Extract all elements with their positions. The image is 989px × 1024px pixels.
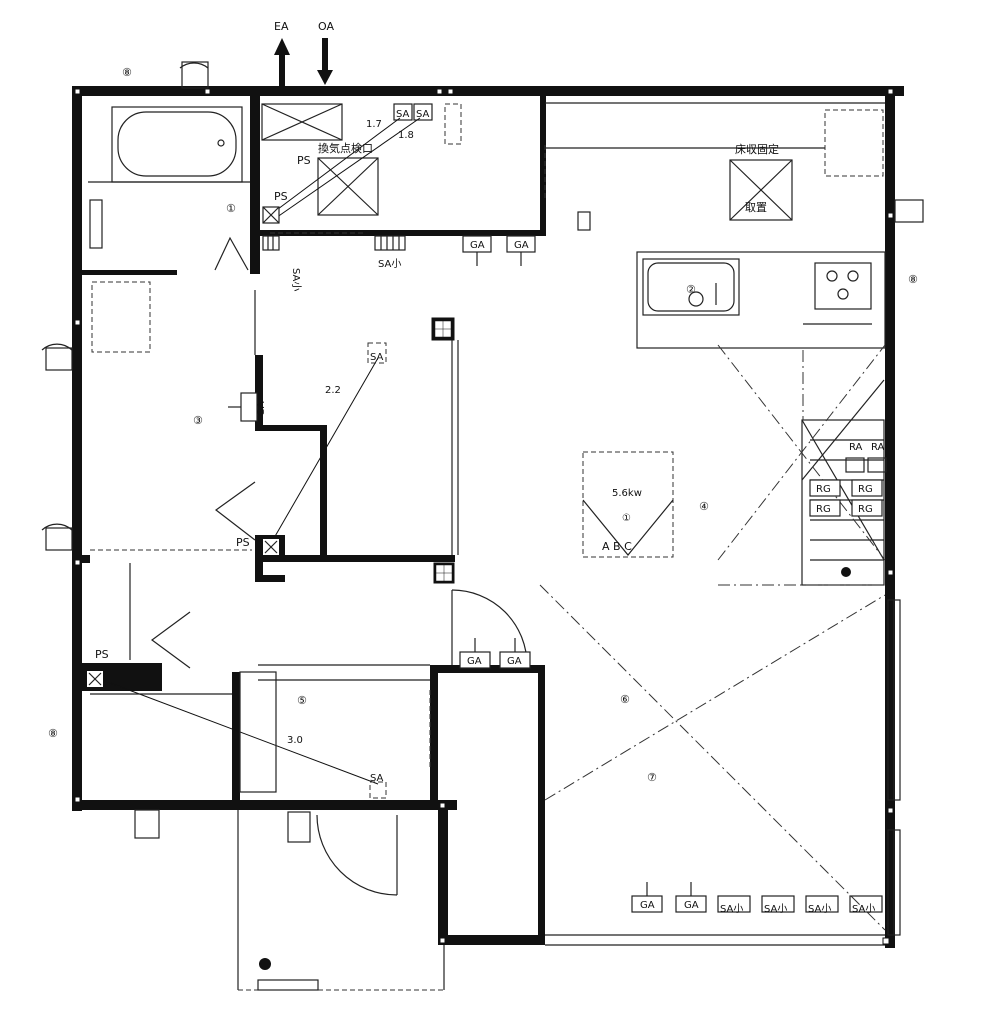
ga-label: GA xyxy=(256,401,267,416)
aircon-abc: A B C xyxy=(602,540,632,553)
bathtub xyxy=(111,106,243,183)
sa-label: SA xyxy=(370,352,384,363)
interior-walls xyxy=(82,96,546,945)
ga-label: GA xyxy=(507,656,522,667)
room-number-2: ② xyxy=(686,283,696,296)
room-numbers: ① ② ③ ④ ⑤ ⑥ ⑦ xyxy=(193,202,709,784)
aircon-number: ① xyxy=(622,513,631,524)
room-number-6: ⑥ xyxy=(620,693,630,706)
rg-label: RG xyxy=(816,504,831,515)
door-swings xyxy=(41,61,924,896)
sa-small-label: SA小 xyxy=(720,903,743,915)
ps-label: PS xyxy=(274,190,288,203)
room-number-7: ⑦ xyxy=(647,771,657,784)
kitchen-counter xyxy=(636,251,886,349)
column-marker-grid xyxy=(435,321,452,581)
mechanical-room xyxy=(261,103,793,221)
marker-top-left: ⑧ xyxy=(122,66,132,79)
aircon-outline xyxy=(582,499,674,556)
ga-label: GA xyxy=(514,240,529,251)
ga-label: GA xyxy=(640,900,655,911)
rg-label: RG xyxy=(858,484,873,495)
ga-label: GA xyxy=(467,656,482,667)
floor-fixed-note: 床収固定 xyxy=(735,142,779,156)
duct-length-2: 1.8 xyxy=(398,130,414,141)
sa-small-label: SA小 xyxy=(808,903,831,915)
column-markers xyxy=(74,88,894,945)
sa-small-label: SA小 xyxy=(852,903,875,915)
room-number-3: ③ xyxy=(193,414,203,427)
ra-label: RA xyxy=(871,442,885,453)
sa-label: SA xyxy=(416,109,430,120)
vent-grilles xyxy=(262,235,406,251)
window-east xyxy=(887,599,901,936)
aircon-capacity: 5.6kw xyxy=(612,488,642,499)
sa-label: SA xyxy=(370,773,384,784)
marker-right: ⑧ xyxy=(908,273,918,286)
room-number-4: ④ xyxy=(699,500,709,513)
room-number-1: ① xyxy=(226,202,236,215)
folding-door xyxy=(214,236,249,271)
sa-small-label: SA小 xyxy=(378,258,401,270)
sa-small-grilles xyxy=(717,895,883,913)
ps-label: PS xyxy=(95,648,109,661)
ra-label: RA xyxy=(849,442,863,453)
return-grilles xyxy=(809,457,887,517)
ps-label: PS xyxy=(236,536,250,549)
sa-label: SA xyxy=(396,109,410,120)
ga-label: GA xyxy=(684,900,699,911)
duct-length-4: 3.0 xyxy=(287,735,303,746)
entry-porch xyxy=(237,810,445,991)
sa-small-label: SA小 xyxy=(290,268,302,291)
folding-door xyxy=(214,481,256,541)
oa-label: OA xyxy=(318,20,334,33)
ps-shafts xyxy=(85,206,281,689)
duct-length-3: 2.2 xyxy=(325,385,341,396)
remove-note: 取置 xyxy=(745,201,767,214)
oa-arrow xyxy=(317,38,333,85)
wall-switch xyxy=(577,211,591,231)
ceiling-lines xyxy=(539,344,886,931)
duct-length-1: 1.7 xyxy=(366,119,382,130)
ga-grilles xyxy=(228,235,707,913)
folding-door xyxy=(150,611,191,669)
inspection-port-note: 換気点検口 xyxy=(318,141,373,155)
room-number-5: ⑤ xyxy=(297,694,307,707)
sa-small-label: SA小 xyxy=(764,903,787,915)
marker-left: ⑧ xyxy=(48,727,58,740)
exterior-walls xyxy=(72,86,904,948)
ea-arrow xyxy=(274,38,290,86)
duct-lines xyxy=(96,117,421,785)
rg-label: RG xyxy=(858,504,873,515)
rg-label: RG xyxy=(816,484,831,495)
ps-label: PS xyxy=(297,154,311,167)
ea-label: EA xyxy=(274,20,289,33)
ga-label: GA xyxy=(470,240,485,251)
